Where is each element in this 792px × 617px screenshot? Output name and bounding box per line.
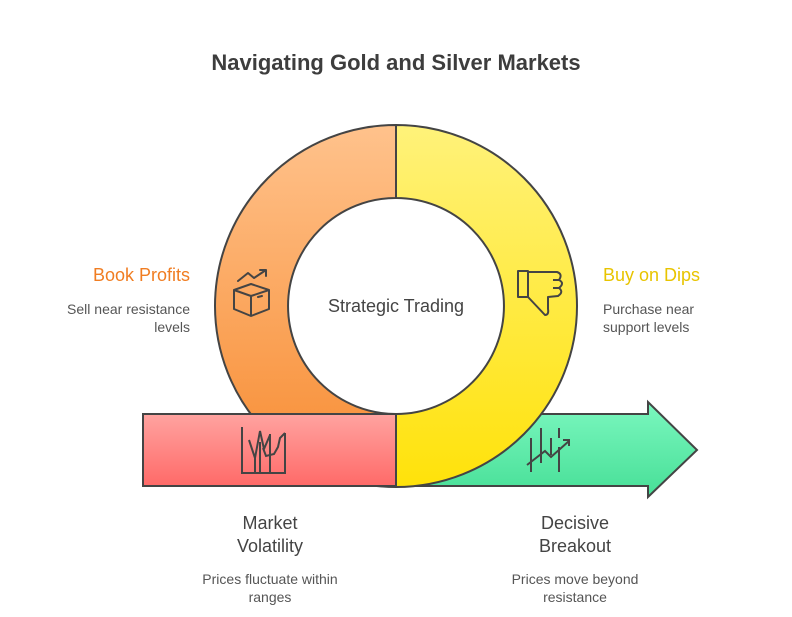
breakout-chart-icon [526,428,570,472]
box-trend-up-icon [233,269,270,317]
thumbs-down-icon [517,270,563,316]
decisive-breakout-title: Decisive Breakout [538,513,612,556]
ring-right-segment [395,123,578,489]
market-volatility-title: Market Volatility [236,513,304,556]
page-title: Navigating Gold and Silver Markets [211,50,581,75]
buy-on-dips-title: Buy on Dips [603,265,701,285]
market-volatility-desc: Prices fluctuate within ranges [202,571,338,605]
decisive-breakout-desc: Prices move beyond resistance [511,571,639,605]
book-profits-title: Book Profits [92,265,190,285]
book-profits-desc: Sell near resistance levels [67,301,190,335]
center-label: Strategic Trading [327,296,465,316]
buy-on-dips-desc: Purchase near support levels [603,301,695,335]
volatile-chart-icon [241,427,286,474]
